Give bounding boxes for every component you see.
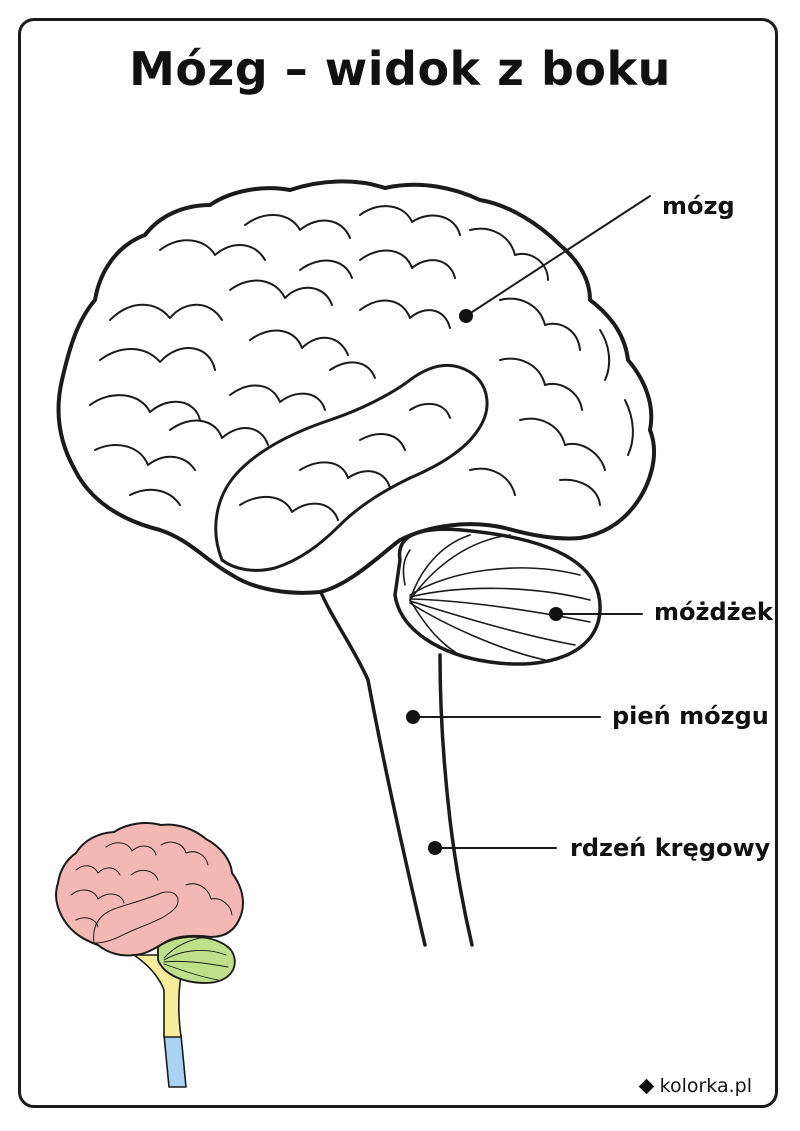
diamond-icon	[638, 1078, 654, 1094]
cerebellum-folia	[402, 534, 591, 661]
colored-brain-thumbnail	[55, 822, 244, 1088]
label-cerebellum: móżdżek	[654, 598, 773, 626]
leader-dot-brainstem	[406, 710, 420, 724]
label-spinal-cord: rdzeń kręgowy	[570, 834, 771, 862]
label-brainstem: pień mózgu	[612, 702, 769, 730]
thumb-spinal-cord	[163, 1034, 187, 1088]
leader-dot-cerebellum	[549, 607, 563, 621]
label-cerebrum: mózg	[662, 192, 735, 220]
footer-brand: kolorka.pl	[638, 1075, 752, 1097]
thumb-cerebellum	[157, 935, 236, 984]
leader-dot-spinal-cord	[428, 841, 442, 855]
cerebrum-shape	[56, 179, 657, 595]
spinal-cord-shape	[318, 588, 427, 947]
leader-line-cerebrum	[465, 195, 651, 317]
thumb-cerebrum	[55, 822, 244, 957]
cerebrum-gyri	[89, 205, 634, 521]
brand-text: kolorka.pl	[659, 1075, 752, 1097]
temporal-lobe	[214, 363, 489, 572]
page-title: Mózg – widok z boku	[129, 42, 671, 96]
spinal-cord-shape-right	[438, 653, 474, 947]
leader-dot-cerebrum	[459, 309, 473, 323]
